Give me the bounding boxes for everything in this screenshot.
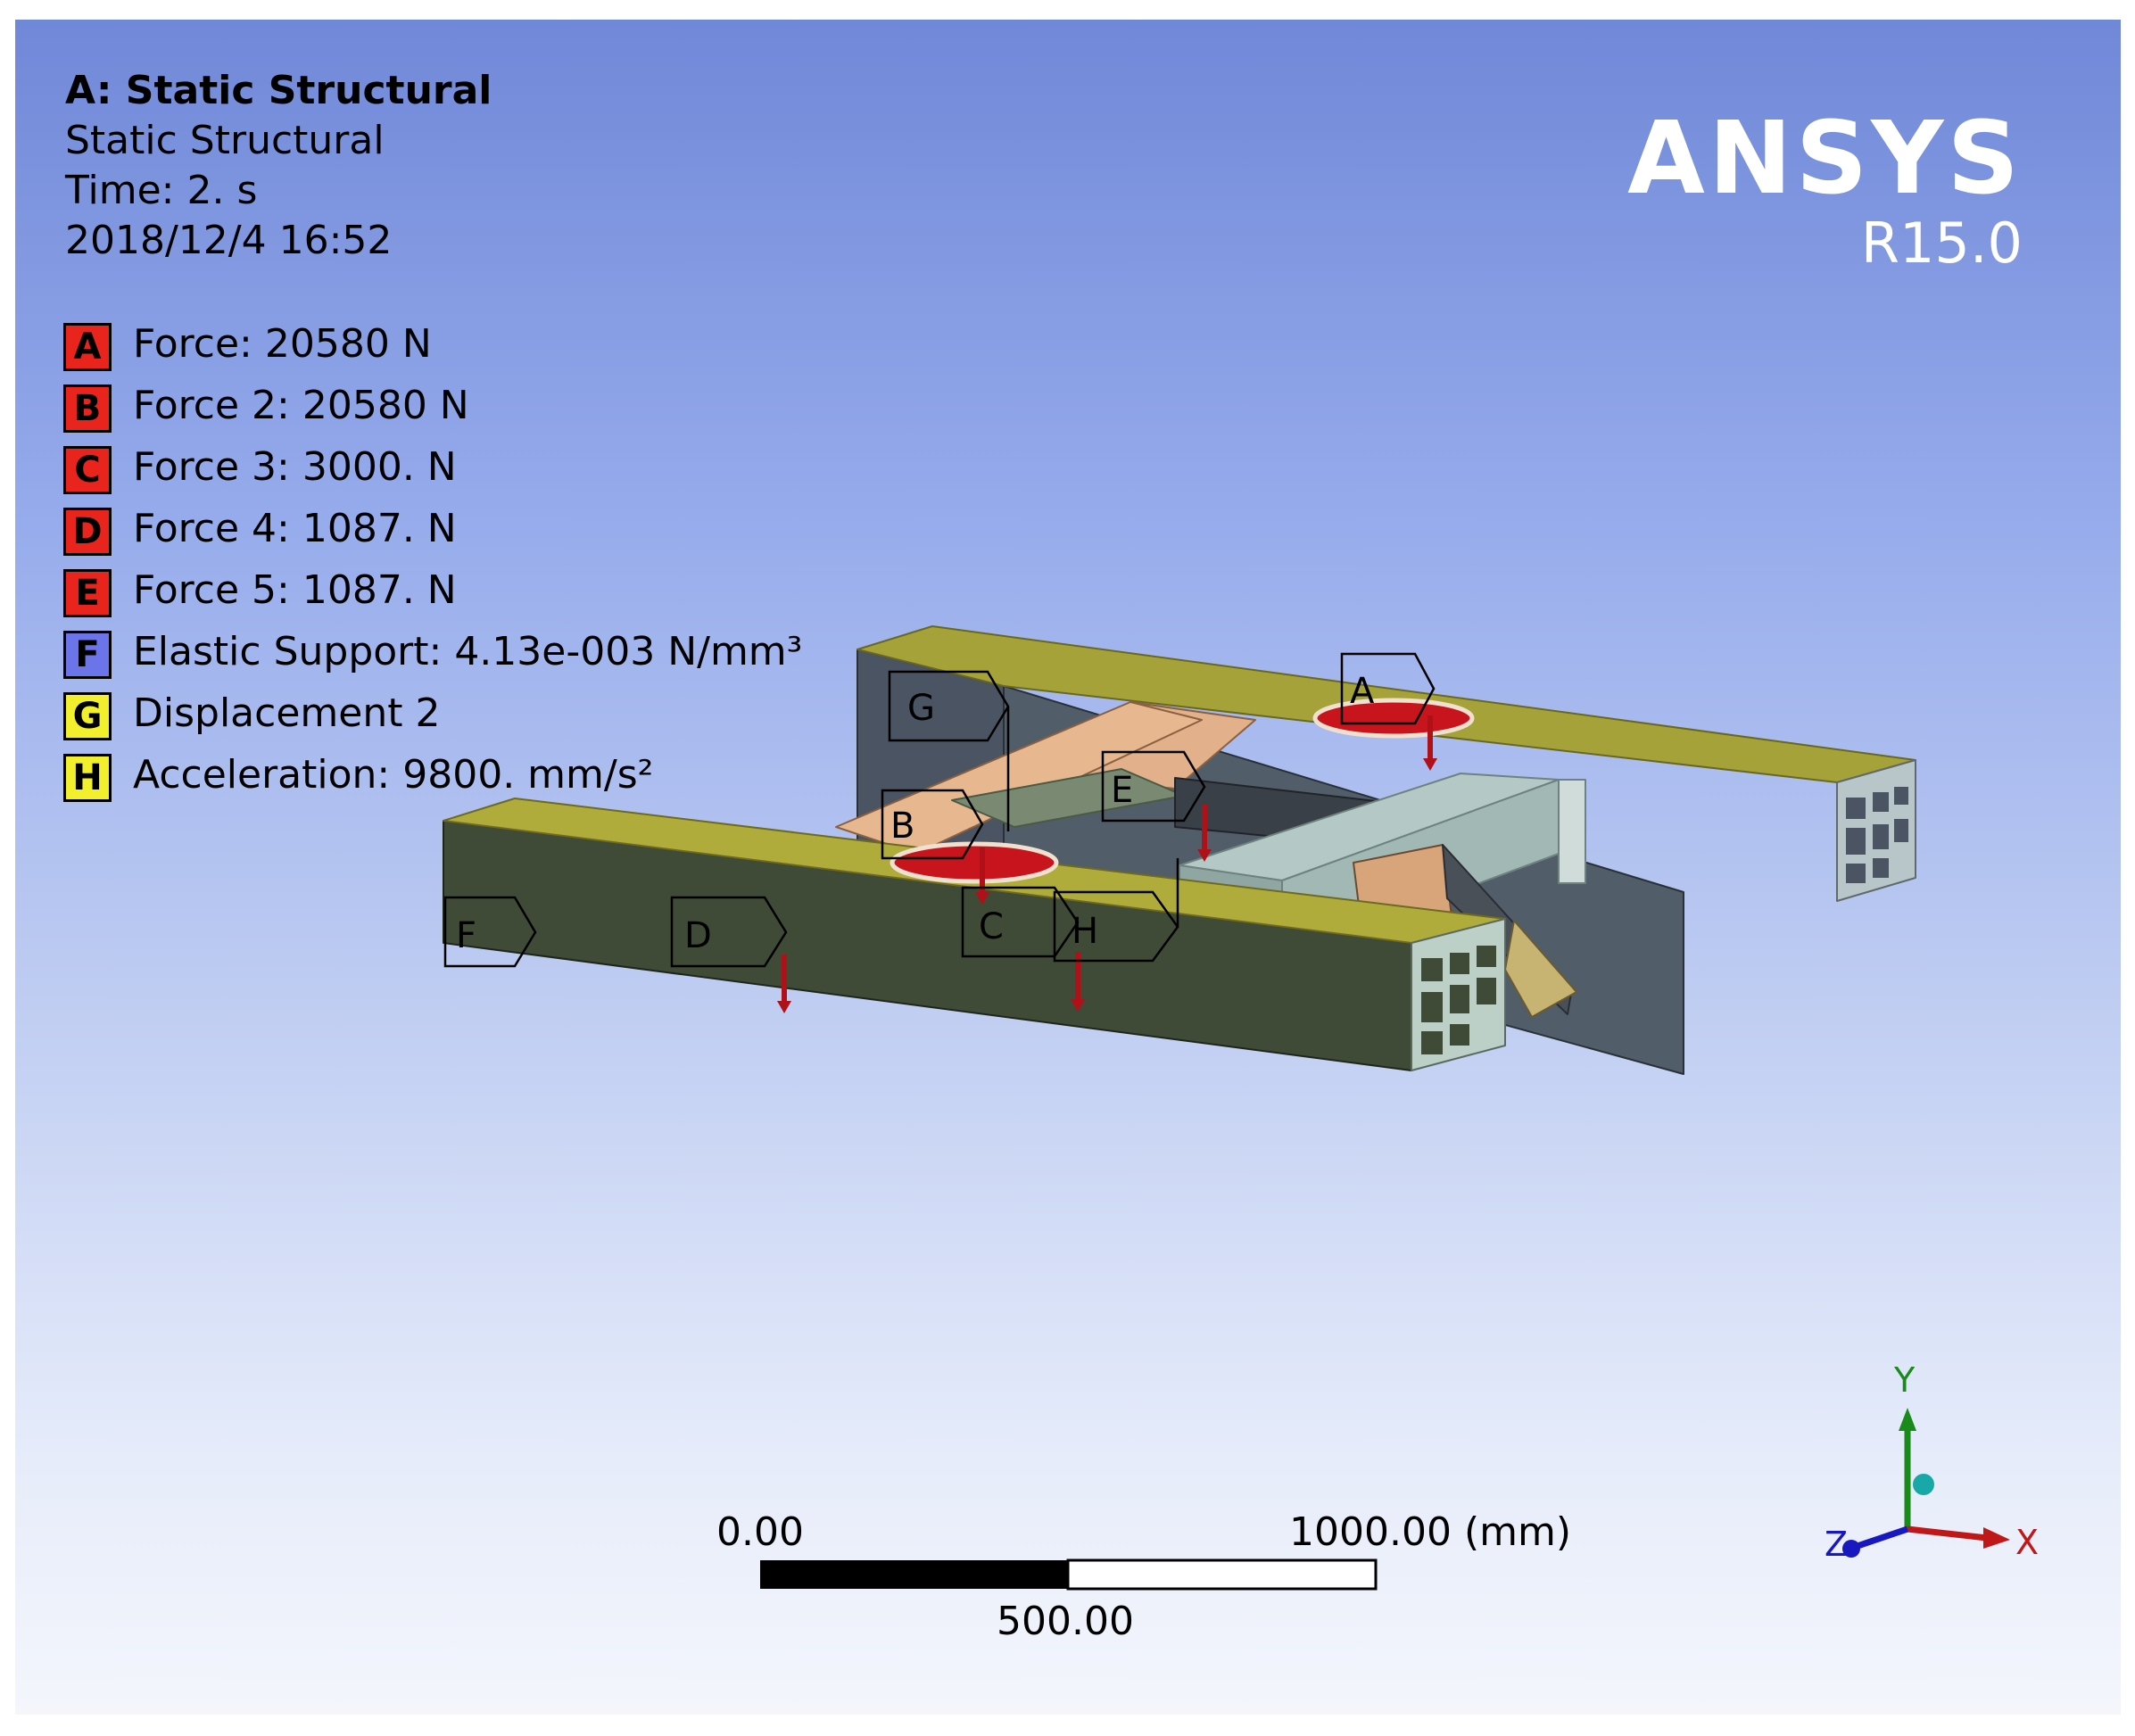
model-scene[interactable]: G A E B C H bbox=[15, 20, 2121, 1715]
tag-f[interactable]: F bbox=[443, 896, 537, 968]
time-label: Time: 2. s bbox=[65, 168, 258, 213]
logo-version: R15.0 bbox=[1860, 211, 2023, 276]
legend-label: Force 4: 1087. N bbox=[133, 506, 457, 551]
legend-marker: D bbox=[63, 508, 112, 556]
z-axis-icon bbox=[1853, 1525, 1909, 1550]
tag-f-label: F bbox=[456, 915, 476, 956]
tag-e[interactable]: E bbox=[1101, 750, 1206, 823]
legend-marker: B bbox=[63, 384, 112, 433]
scale-start-label: 0.00 bbox=[716, 1509, 804, 1555]
legend-label: Elastic Support: 4.13e-003 N/mm³ bbox=[133, 629, 803, 674]
tag-h[interactable]: H bbox=[1053, 858, 1179, 963]
tag-d[interactable]: D bbox=[670, 896, 788, 968]
legend-label: Force 2: 20580 N bbox=[133, 383, 469, 428]
scale-mid-label: 500.00 bbox=[997, 1599, 1134, 1644]
timestamp-label: 2018/12/4 16:52 bbox=[65, 218, 393, 263]
legend-marker: A bbox=[63, 323, 112, 371]
legend-label: Force 3: 3000. N bbox=[133, 444, 457, 490]
legend-label: Acceleration: 9800. mm/s² bbox=[133, 752, 654, 798]
analysis-type: Static Structural bbox=[65, 118, 385, 163]
ansys-logo: ANSYS R15.0 bbox=[1627, 105, 2023, 275]
tag-h-label: H bbox=[1072, 911, 1098, 952]
legend-marker: C bbox=[63, 446, 112, 494]
legend-marker: H bbox=[63, 754, 112, 802]
diagonal-beam-end bbox=[1558, 779, 1586, 884]
gusset-edge bbox=[1504, 920, 1577, 1018]
x-arrow-icon bbox=[1983, 1527, 2010, 1549]
tag-g-label: G bbox=[907, 688, 935, 729]
x-axis-icon bbox=[1907, 1525, 1988, 1542]
legend-marker: F bbox=[63, 631, 112, 679]
scale-bar-light-half bbox=[1066, 1558, 1378, 1591]
tag-b[interactable]: B bbox=[881, 789, 984, 860]
x-axis-label: X bbox=[2015, 1523, 2039, 1562]
z-dot-icon bbox=[1842, 1540, 1860, 1558]
legend-label: Displacement 2 bbox=[133, 690, 441, 736]
force-b-pad bbox=[890, 841, 1059, 884]
force-a-pad bbox=[1312, 698, 1475, 739]
tag-g[interactable]: G bbox=[888, 670, 1010, 831]
scale-end-label: 1000.00 (mm) bbox=[1289, 1509, 1571, 1555]
tag-a-label: A bbox=[1350, 671, 1375, 712]
tag-e-label: E bbox=[1111, 770, 1133, 811]
tag-c[interactable]: C bbox=[961, 886, 1080, 958]
legend-marker: G bbox=[63, 692, 112, 740]
y-axis-label: Y bbox=[1893, 1360, 1916, 1400]
tag-c-label: C bbox=[979, 906, 1004, 947]
tag-a[interactable]: A bbox=[1340, 652, 1436, 725]
scale-bar bbox=[760, 1558, 1378, 1591]
scale-bar-dark-half bbox=[760, 1560, 1068, 1589]
logo-name: ANSYS bbox=[1627, 101, 2023, 217]
legend-marker: E bbox=[63, 569, 112, 617]
iso-dot-icon bbox=[1913, 1474, 1934, 1495]
graphics-viewport[interactable]: A: Static Structural Static Structural T… bbox=[15, 20, 2121, 1715]
legend-label: Force 5: 1087. N bbox=[133, 567, 457, 613]
force-arrows bbox=[777, 715, 1437, 1013]
legend-label: Force: 20580 N bbox=[133, 321, 432, 367]
y-arrow-icon bbox=[1899, 1408, 1916, 1431]
back-rail-end-holes bbox=[1846, 787, 1908, 883]
analysis-title: A: Static Structural bbox=[65, 68, 492, 113]
frame-model[interactable] bbox=[443, 625, 1916, 1075]
tag-d-label: D bbox=[684, 915, 712, 956]
tag-b-label: B bbox=[890, 806, 914, 847]
coordinate-triad[interactable]: Y X Z bbox=[1825, 1360, 2039, 1564]
annotation-tags[interactable]: G A E B C H bbox=[443, 652, 1436, 968]
z-axis-label: Z bbox=[1825, 1525, 1848, 1564]
front-rail-end-holes bbox=[1421, 946, 1496, 1054]
